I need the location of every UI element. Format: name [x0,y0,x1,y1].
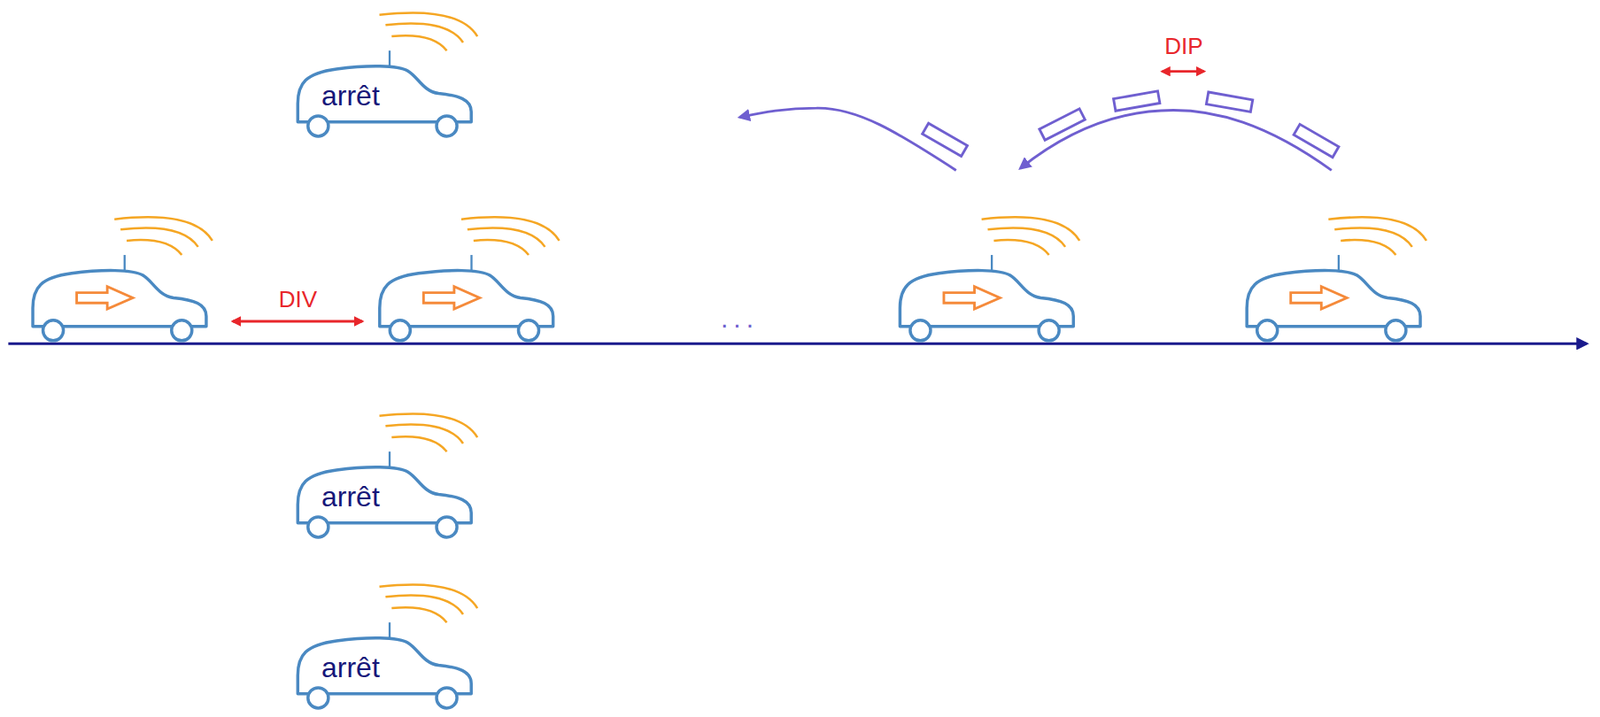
stopped-car: arrêt [295,463,475,538]
moving-car [899,216,1080,341]
packet-arc [740,108,957,171]
status-text: arrêt [321,653,380,682]
stopped-car: arrêt [295,62,475,137]
road-axis [7,342,1586,346]
packet-arc [1020,109,1331,171]
status-text: arrêt [321,81,380,110]
packet [922,91,1339,158]
stopped-car: arrêt [295,634,475,709]
div-label: DIV [278,287,317,311]
ellipsis-mark: ... [720,305,759,333]
div-dimension [232,320,363,324]
status-text: arrêt [321,482,380,511]
dip-dimension [1162,69,1205,73]
moving-car [1246,216,1427,341]
dip-label: DIP [1164,34,1203,58]
moving-car [379,216,560,341]
moving-car [32,216,213,341]
